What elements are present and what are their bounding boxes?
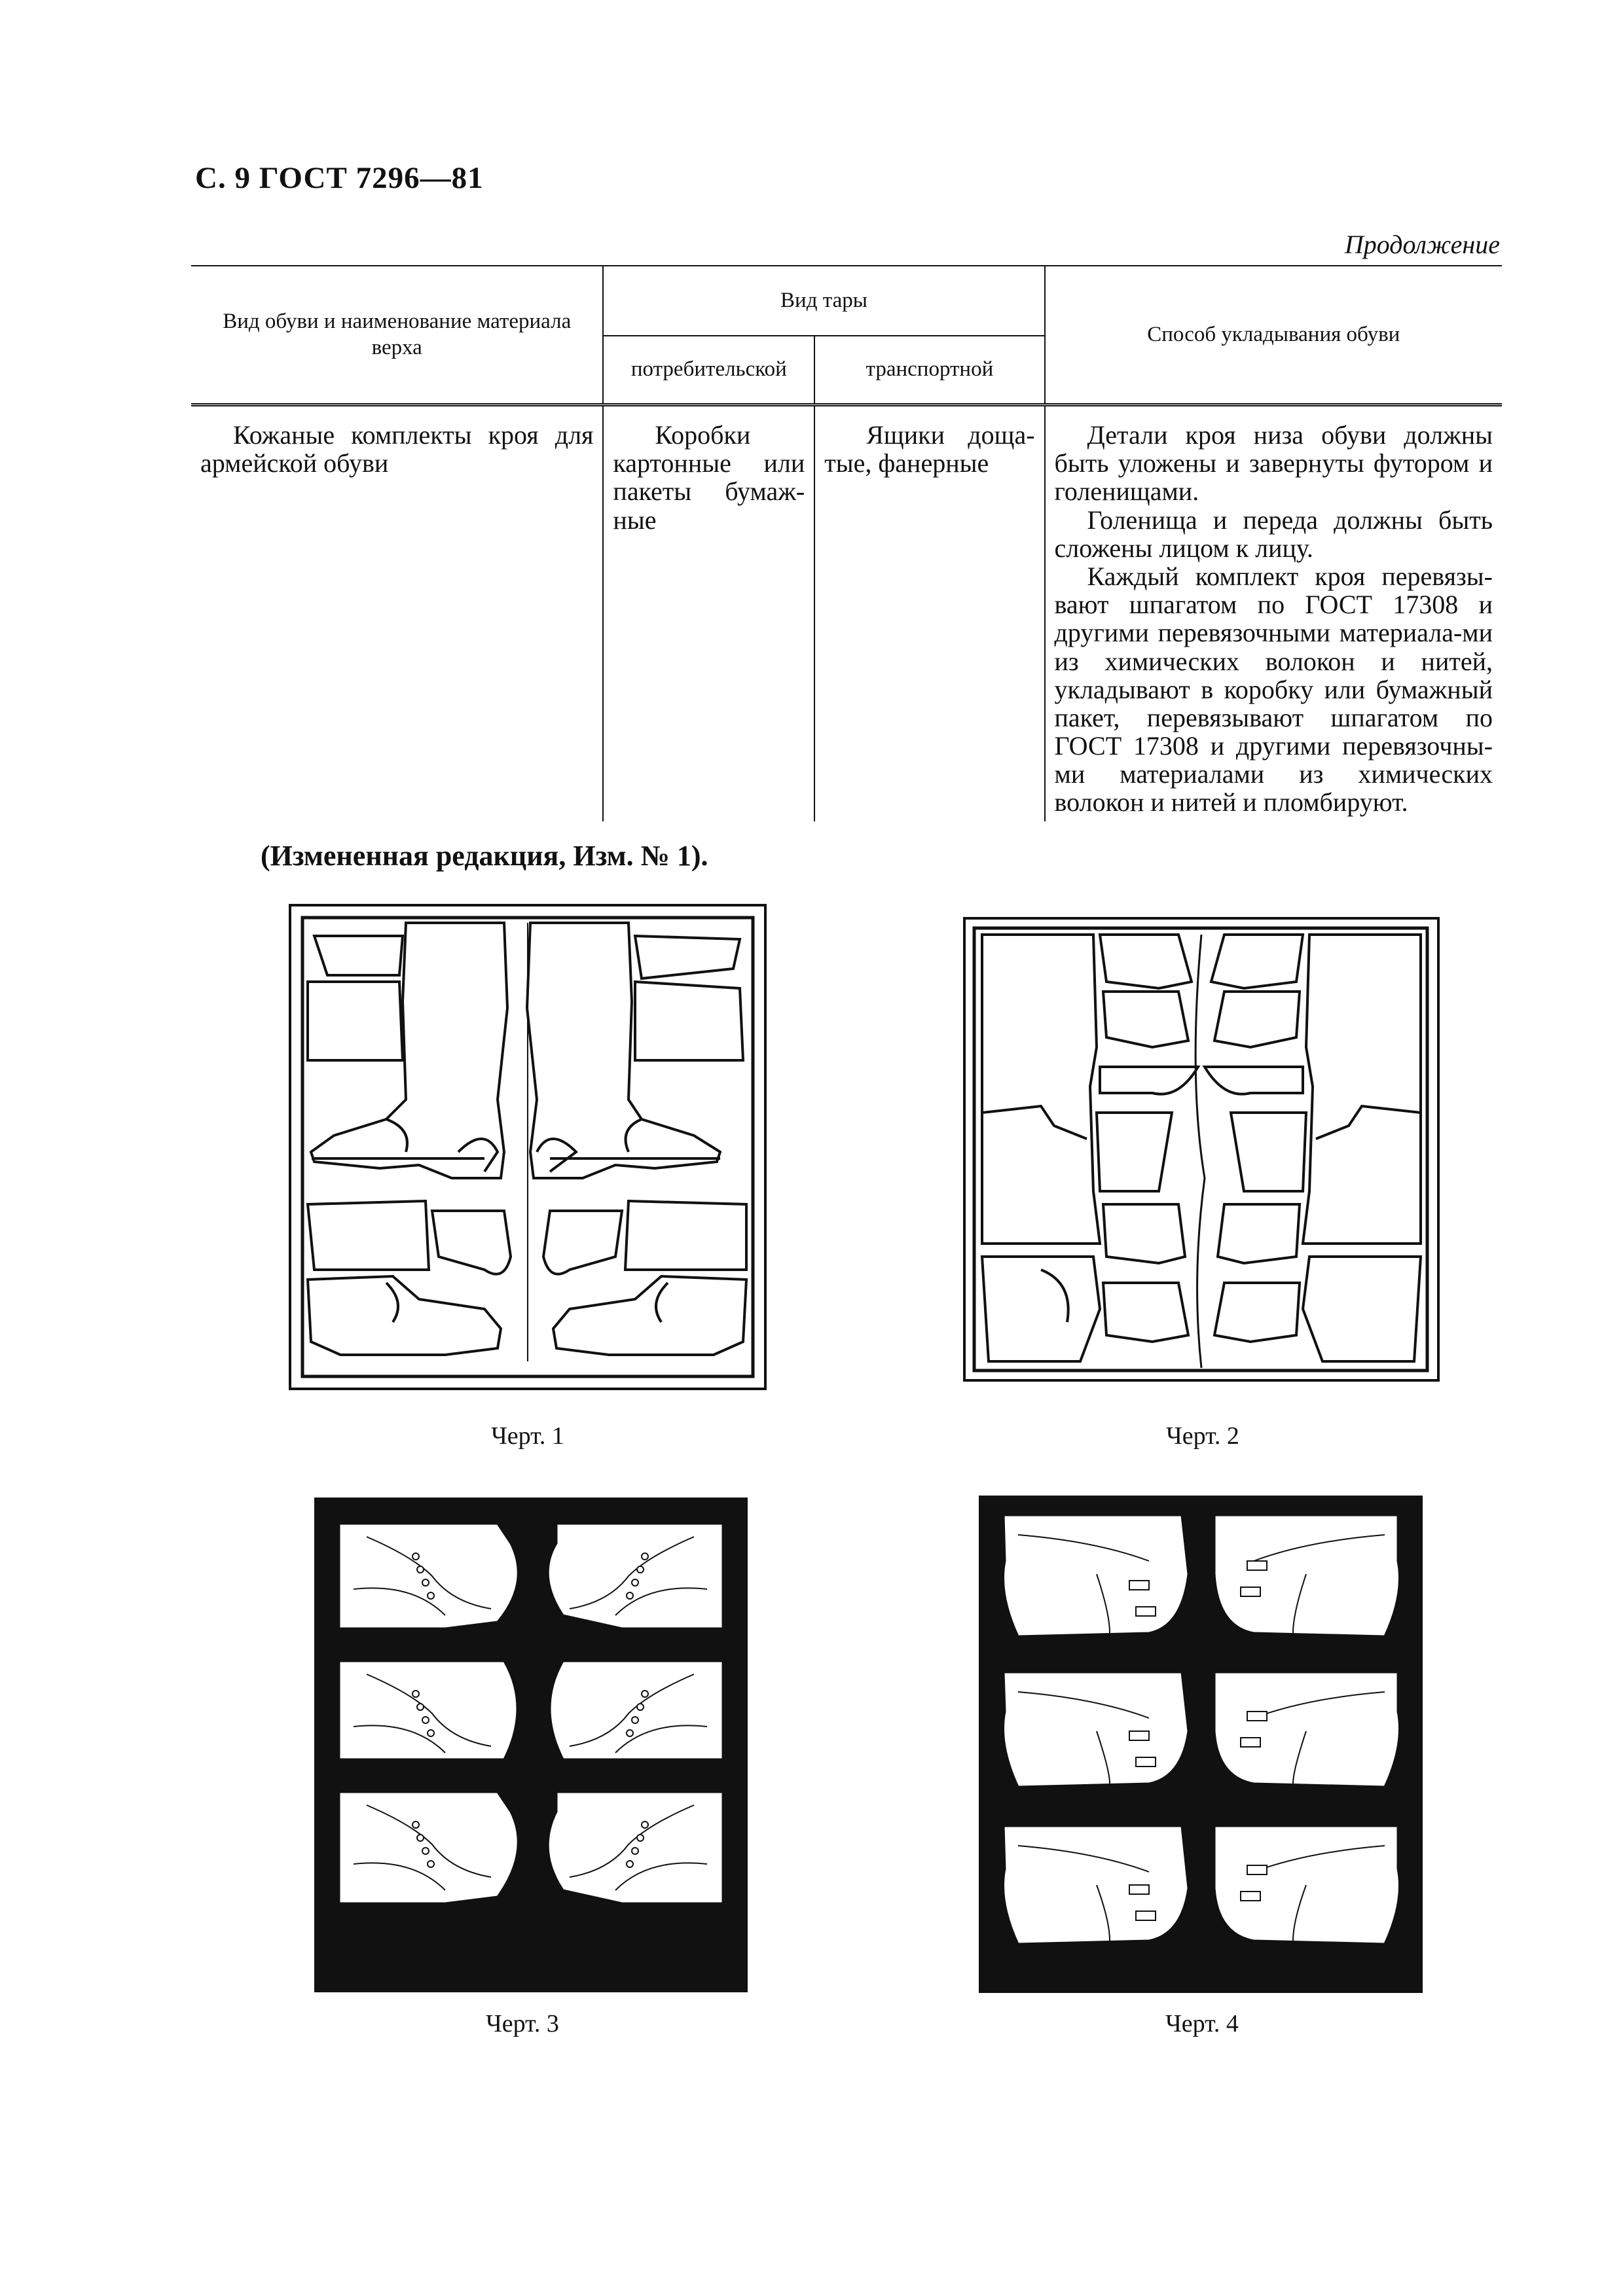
figure-2-drawing bbox=[963, 917, 1440, 1382]
col-header-transport: транспортной bbox=[814, 336, 1045, 406]
cell-consumer: Коробки картонные или пакеты бумаж-ные bbox=[602, 404, 815, 821]
packing-table: Вид обуви и наименование материала верха… bbox=[191, 265, 1502, 821]
figure-3-drawing bbox=[314, 1498, 748, 1992]
cell-packing-method: Детали кроя низа обуви должны быть уложе… bbox=[1044, 404, 1502, 821]
cell-transport: Ящики доща-тые, фанерные bbox=[814, 404, 1045, 821]
col-header-container-type: Вид тары bbox=[602, 265, 1045, 336]
figure-1-drawing bbox=[289, 904, 767, 1390]
col-header-packing-method: Способ укладывания обуви bbox=[1044, 265, 1502, 406]
continuation-label: Продолжение bbox=[1344, 230, 1500, 259]
page-header: С. 9 ГОСТ 7296—81 bbox=[195, 161, 484, 195]
col-header-footwear-type: Вид обуви и наименование материала верха bbox=[191, 265, 604, 406]
figure-2-caption: Черт. 2 bbox=[1166, 1422, 1239, 1450]
cell-footwear-type: Кожаные комплекты кроя для армейской обу… bbox=[200, 420, 594, 478]
figure-4-drawing bbox=[979, 1496, 1423, 1993]
col-header-consumer: потребительской bbox=[602, 336, 815, 406]
figure-3-caption: Черт. 3 bbox=[486, 2010, 559, 2037]
figure-4-caption: Черт. 4 bbox=[1165, 2010, 1239, 2037]
amendment-note: (Измененная редакция, Изм. № 1). bbox=[261, 840, 708, 872]
figure-1-caption: Черт. 1 bbox=[491, 1422, 564, 1450]
table-row: Кожаные комплекты кроя для армейской обу… bbox=[191, 404, 1502, 821]
